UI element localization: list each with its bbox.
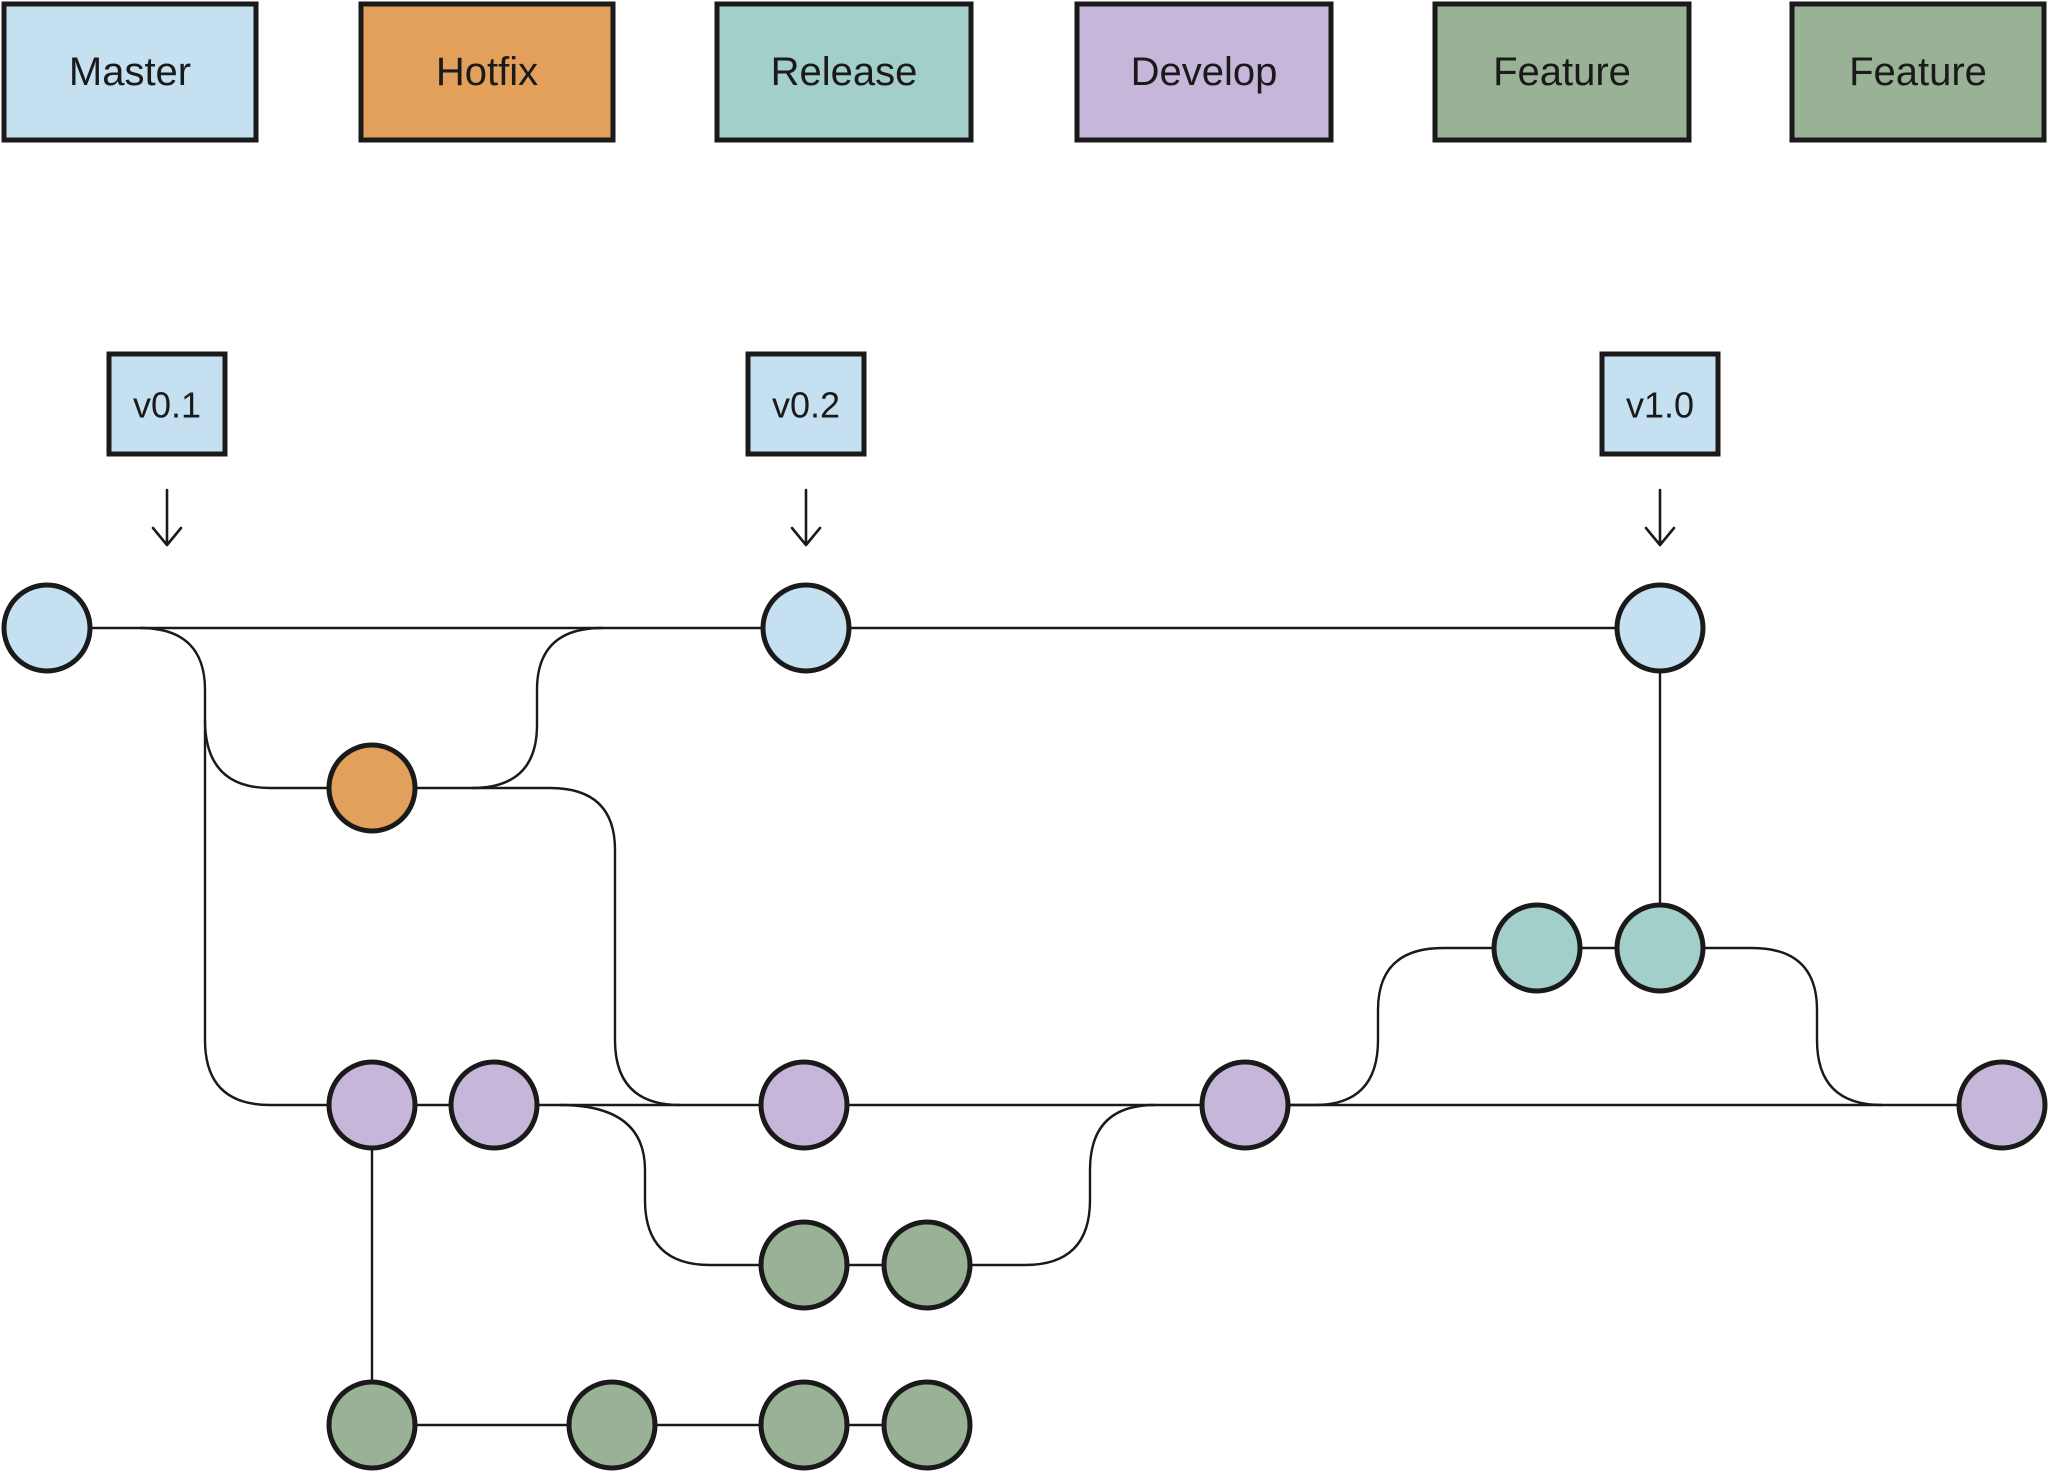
commit-develop-5 — [1956, 1059, 2048, 1151]
tag-v1-0-label: v1.0 — [1626, 385, 1694, 426]
commit-develop-4 — [1199, 1059, 1291, 1151]
legend-develop-label: Develop — [1131, 50, 1278, 94]
commit-feature-a-1 — [758, 1219, 850, 1311]
legend-master-label: Master — [69, 50, 191, 94]
legend-release: Release — [714, 1, 974, 143]
tag-v0-1-label: v0.1 — [133, 385, 201, 426]
commit-release-2 — [1614, 902, 1706, 994]
commit-develop-2 — [448, 1059, 540, 1151]
commit-feature-b-2 — [566, 1379, 658, 1471]
commit-feature-b-3 — [758, 1379, 850, 1471]
tag-v0-1: v0.1 — [106, 351, 228, 457]
branch-lines — [47, 626, 2002, 1427]
branch-legend: Master Hotfix Release Develop Feature Fe… — [1, 1, 2047, 143]
hotfix-to-master-line — [372, 626, 603, 790]
commit-release-1 — [1491, 902, 1583, 994]
commit-hotfix-1 — [326, 742, 418, 834]
legend-hotfix: Hotfix — [358, 1, 616, 143]
legend-develop: Develop — [1074, 1, 1334, 143]
commits — [1, 582, 2048, 1471]
develop-to-feature-a-line — [559, 1103, 927, 1267]
commit-feature-b-4 — [881, 1379, 973, 1471]
commit-master-2 — [760, 582, 852, 674]
legend-feature-1: Feature — [1432, 1, 1692, 143]
hotfix-to-develop-line — [472, 786, 681, 1107]
legend-master: Master — [1, 1, 259, 143]
master-to-develop-line — [139, 626, 372, 1107]
version-tags: v0.1 v0.2 v1.0 — [106, 351, 1721, 547]
feature-a-to-develop-line — [927, 1103, 1156, 1267]
tag-v0-2: v0.2 — [745, 351, 867, 457]
legend-feature-1-label: Feature — [1493, 50, 1631, 94]
tag-v1-0: v1.0 — [1599, 351, 1721, 457]
commit-develop-3 — [758, 1059, 850, 1151]
develop-to-release-line — [1245, 946, 1660, 1107]
tag-v0-2-label: v0.2 — [772, 385, 840, 426]
tag-v0-1-arrow-icon — [151, 488, 183, 547]
legend-hotfix-label: Hotfix — [436, 50, 538, 94]
tag-v0-2-arrow-icon — [790, 488, 822, 547]
release-to-develop-line — [1660, 946, 1883, 1107]
tag-v1-0-arrow-icon — [1644, 488, 1676, 547]
legend-feature-2: Feature — [1789, 1, 2047, 143]
legend-feature-2-label: Feature — [1849, 50, 1987, 94]
commit-feature-a-2 — [881, 1219, 973, 1311]
commit-master-1 — [1, 582, 93, 674]
commit-master-3 — [1614, 582, 1706, 674]
commit-feature-b-1 — [326, 1379, 418, 1471]
legend-release-label: Release — [771, 50, 918, 94]
commit-develop-1 — [326, 1059, 418, 1151]
master-to-hotfix-line — [203, 719, 372, 790]
